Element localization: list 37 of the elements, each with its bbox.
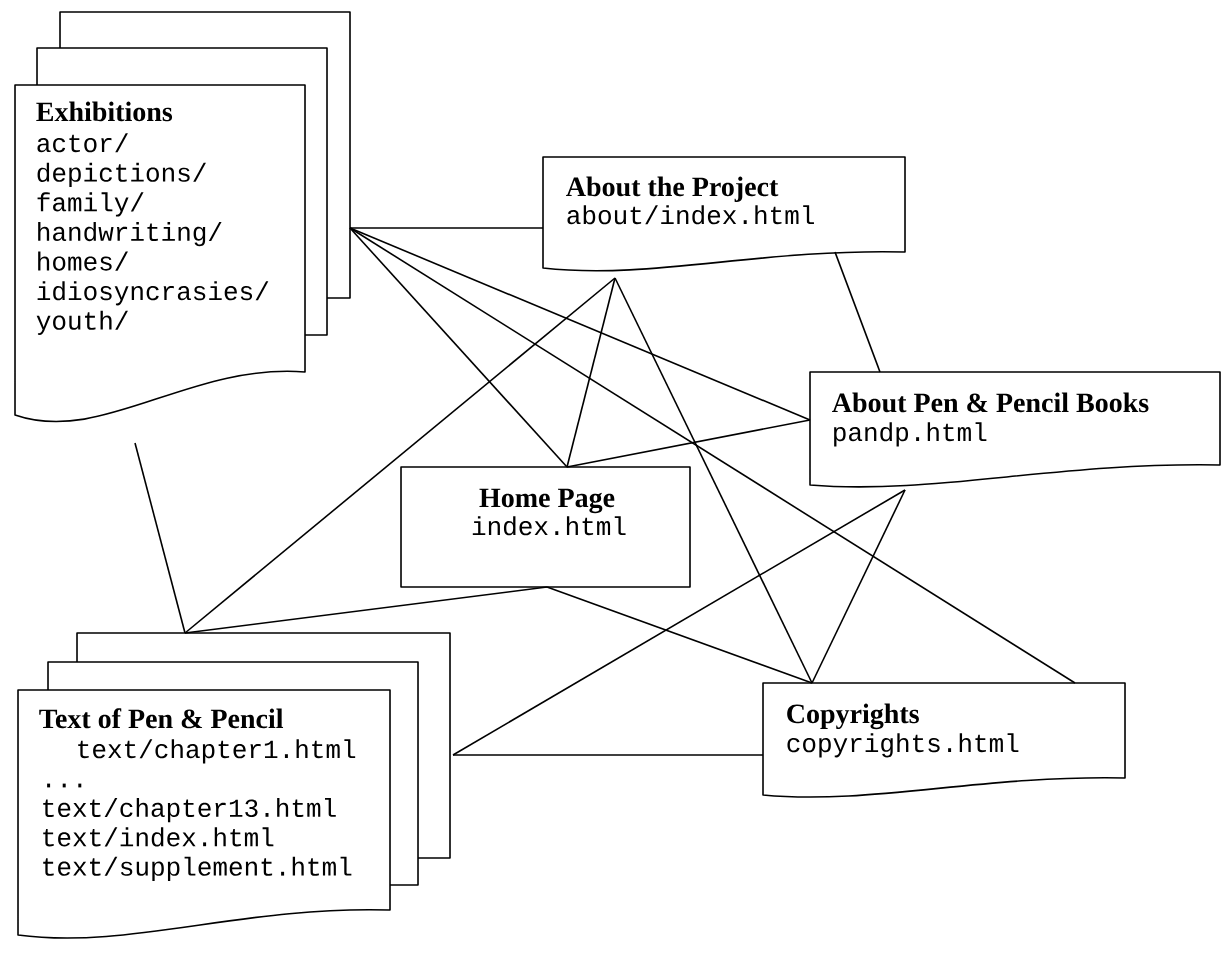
connector-line — [184, 586, 548, 634]
connector-line — [614, 277, 813, 684]
file-path: idiosyncrasies/ — [37, 281, 269, 306]
heading: Copyrights — [787, 703, 919, 730]
file-path: text/supplement.html — [43, 856, 352, 881]
connector-line — [349, 227, 568, 468]
heading: About Pen & Pencil Books — [832, 392, 1149, 413]
heading: Home Page — [479, 488, 615, 514]
connector-line — [452, 754, 764, 756]
file-path: youth/ — [36, 310, 128, 335]
file-path: text/chapter1.html — [78, 739, 356, 764]
heading: About the Project — [566, 176, 779, 202]
connector-line — [349, 227, 811, 421]
file-path: depictions/ — [37, 162, 206, 187]
file-path: text/chapter13.html — [43, 797, 336, 823]
file-path: copyrights.html — [787, 733, 1019, 758]
connector-line — [349, 227, 1076, 684]
file-path: ... — [47, 783, 82, 788]
file-path: homes/ — [38, 251, 128, 271]
file-path: handwriting/ — [38, 221, 222, 247]
heading: Text of Pen & Pencil — [39, 708, 284, 729]
connector-line — [184, 277, 616, 634]
file-path: index.html — [472, 516, 626, 536]
file-path: text/index.html — [43, 827, 274, 847]
connector-line — [349, 227, 544, 229]
connector-line — [566, 277, 616, 468]
connector-line — [566, 419, 811, 468]
file-path: actor/ — [37, 133, 128, 153]
connector-line — [834, 251, 881, 373]
connector-line — [811, 489, 906, 684]
connector-line — [134, 442, 186, 634]
connector-line — [452, 489, 906, 756]
file-path: family/ — [37, 192, 144, 217]
heading: Exhibitions — [36, 101, 173, 122]
file-path: about/index.html — [567, 205, 814, 225]
file-path: pandp.html — [834, 422, 987, 447]
connector-line — [546, 586, 813, 684]
